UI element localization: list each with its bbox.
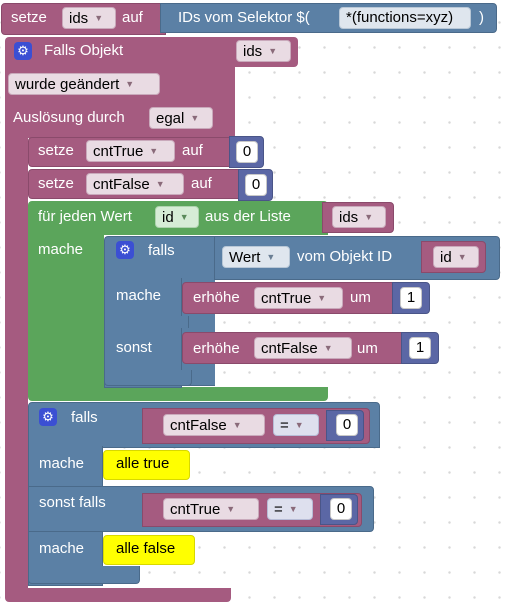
- inc-cnttrue-var-dropdown[interactable]: cntTrue ▼: [254, 287, 343, 309]
- chevron-down-icon: ▼: [457, 252, 467, 262]
- set-cnttrue-var-text: cntTrue: [93, 143, 144, 160]
- set-cntfalse-value[interactable]: 0: [245, 174, 267, 196]
- inc-cnttrue-var-text: cntTrue: [261, 290, 312, 307]
- chevron-down-icon: ▼: [155, 179, 165, 189]
- selector-label: IDs vom Selektor $(: [178, 9, 310, 26]
- inner-if-do-label: mache: [116, 287, 162, 304]
- object-of-label: vom Objekt ID: [297, 248, 393, 265]
- set-cntfalse-auf-label: auf: [191, 175, 212, 192]
- trigger-by-label: Auslösung durch: [13, 109, 125, 126]
- chevron-down-icon: ▼: [317, 293, 327, 303]
- chevron-down-icon: ▼: [190, 113, 200, 123]
- chevron-down-icon: ▼: [294, 420, 304, 430]
- object-prop-dropdown[interactable]: Wert ▼: [222, 246, 290, 268]
- cond1-op-dropdown[interactable]: =▼: [273, 414, 319, 436]
- inner-if-else-label: sonst: [116, 339, 152, 356]
- inc-cntfalse-by-label: um: [357, 340, 378, 357]
- cond1-var-dropdown[interactable]: cntFalse ▼: [163, 414, 265, 436]
- cond2-value[interactable]: 0: [330, 498, 352, 520]
- chevron-down-icon: ▼: [94, 13, 104, 23]
- trigger-by-dropdown[interactable]: egal ▼: [149, 107, 213, 129]
- inc-cnttrue-label: erhöhe: [193, 289, 240, 306]
- set-cnttrue-auf-label: auf: [182, 142, 203, 159]
- chevron-down-icon: ▼: [266, 252, 276, 262]
- chevron-down-icon: ▼: [323, 343, 333, 353]
- inner-if-mid: [104, 316, 189, 328]
- gear-icon[interactable]: ⚙: [14, 42, 32, 60]
- inc-cntfalse-value[interactable]: 1: [409, 337, 431, 359]
- inc-cnttrue-by-label: um: [350, 289, 371, 306]
- cond1-value[interactable]: 0: [336, 414, 358, 436]
- for-each-do-label: mache: [38, 241, 84, 258]
- cond2-var-text: cntTrue: [170, 501, 221, 518]
- inner-if-spine: [104, 278, 182, 388]
- object-id-text: id: [440, 249, 452, 266]
- set-ids-var-dropdown[interactable]: ids ▼: [62, 7, 116, 29]
- chevron-down-icon: ▼: [364, 212, 374, 222]
- result2-comment[interactable]: [103, 535, 195, 565]
- set-cnttrue-setze-label: setze: [38, 142, 74, 159]
- object-prop-text: Wert: [229, 249, 261, 266]
- inc-cnttrue-value[interactable]: 1: [400, 287, 422, 309]
- for-each-from-label: aus der Liste: [205, 208, 291, 225]
- set-ids-auf-label: auf: [122, 9, 143, 26]
- cond1-var-text: cntFalse: [170, 417, 227, 434]
- gear-icon[interactable]: ⚙: [39, 408, 57, 426]
- trigger-condition-text: wurde geändert: [15, 76, 120, 93]
- cond2-op-text: =: [274, 501, 283, 518]
- selector-value-input[interactable]: *(functions=xyz): [339, 7, 471, 29]
- trigger-object-dropdown[interactable]: ids ▼: [236, 40, 291, 62]
- inc-cntfalse-var-dropdown[interactable]: cntFalse ▼: [254, 337, 352, 359]
- trigger-by-text: egal: [156, 110, 185, 127]
- set-cntfalse-var-dropdown[interactable]: cntFalse ▼: [86, 173, 184, 195]
- set-ids-setze-label: setze: [11, 9, 47, 26]
- cond1-op-text: =: [280, 417, 289, 434]
- chevron-down-icon: ▼: [268, 46, 278, 56]
- outer-if-elseif-label: sonst falls: [39, 494, 106, 511]
- set-ids-var-text: ids: [69, 10, 89, 27]
- trigger-spine: [5, 136, 28, 590]
- result2-text: alle false: [116, 540, 176, 557]
- inner-if-falls-label: falls: [148, 242, 175, 259]
- inc-cntfalse-label: erhöhe: [193, 340, 240, 357]
- cond2-op-dropdown[interactable]: =▼: [267, 498, 313, 520]
- selector-close-label: ): [479, 9, 484, 26]
- chevron-down-icon: ▼: [226, 504, 236, 514]
- inner-if-footer: [104, 370, 192, 386]
- trigger-footer: [5, 588, 231, 602]
- set-cnttrue-value[interactable]: 0: [236, 141, 258, 163]
- set-cntfalse-setze-label: setze: [38, 175, 74, 192]
- for-each-list-dropdown[interactable]: ids ▼: [332, 206, 386, 228]
- object-id-dropdown[interactable]: id ▼: [433, 246, 479, 268]
- set-cntfalse-var-text: cntFalse: [93, 176, 150, 193]
- for-each-list-text: ids: [339, 209, 359, 226]
- result1-comment[interactable]: [103, 450, 190, 480]
- for-each-label: für jeden Wert: [38, 208, 132, 225]
- trigger-object-text: ids: [243, 43, 263, 60]
- chevron-down-icon: ▼: [232, 420, 242, 430]
- for-each-footer: [28, 387, 328, 401]
- chevron-down-icon: ▼: [179, 212, 189, 222]
- result1-text: alle true: [116, 455, 170, 472]
- trigger-title: Falls Objekt: [44, 42, 124, 59]
- chevron-down-icon: ▼: [288, 504, 298, 514]
- for-each-var-text: id: [162, 209, 174, 226]
- set-cnttrue-var-dropdown[interactable]: cntTrue ▼: [86, 140, 175, 162]
- chevron-down-icon: ▼: [149, 146, 159, 156]
- for-each-var-dropdown[interactable]: id ▼: [155, 206, 199, 228]
- trigger-header[interactable]: [5, 37, 227, 69]
- outer-if-falls-label: falls: [71, 409, 98, 426]
- outer-if-do1-label: mache: [39, 455, 85, 472]
- outer-if-do2-label: mache: [39, 540, 85, 557]
- outer-if-footer: [28, 566, 140, 584]
- cond2-var-dropdown[interactable]: cntTrue ▼: [163, 498, 259, 520]
- for-each-spine: [28, 233, 104, 393]
- chevron-down-icon: ▼: [125, 79, 135, 89]
- trigger-condition-dropdown[interactable]: wurde geändert ▼: [8, 73, 160, 95]
- inc-cntfalse-var-text: cntFalse: [261, 340, 318, 357]
- gear-icon[interactable]: ⚙: [116, 241, 134, 259]
